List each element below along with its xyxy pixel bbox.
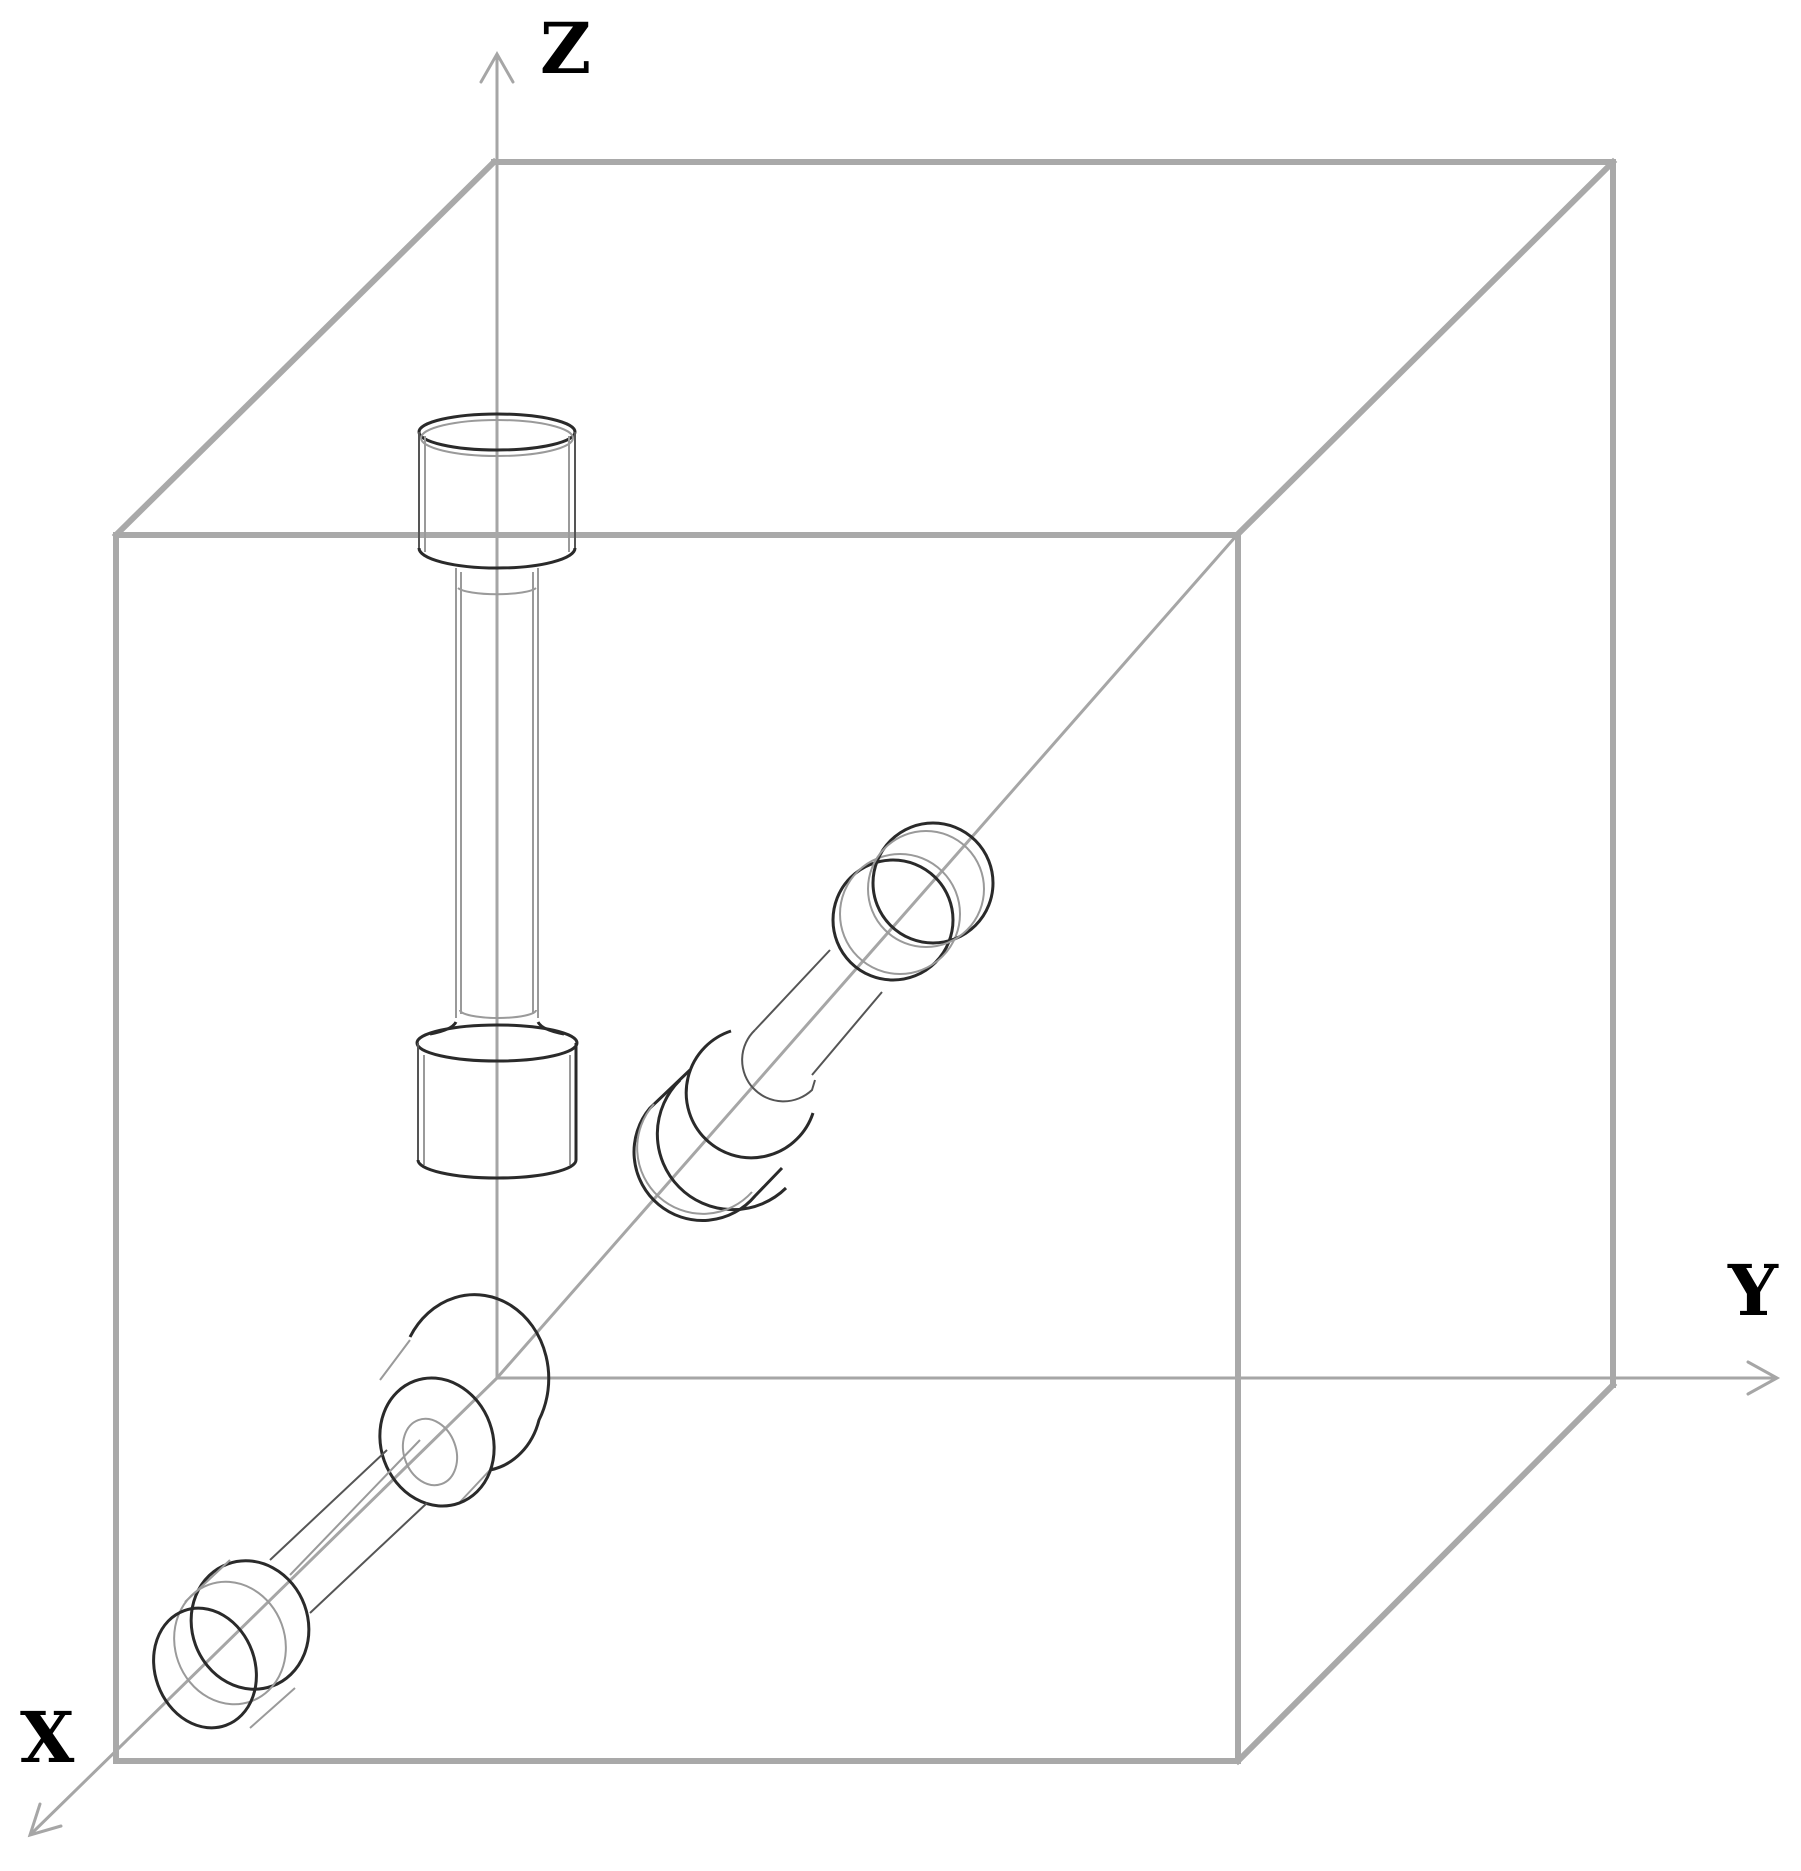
- diagonal-reference-line: [495, 534, 1239, 1379]
- z-axis-arrow-icon: [479, 50, 515, 84]
- z-axis: [479, 50, 515, 1378]
- x-axis-arrow-icon: [27, 1802, 63, 1838]
- z-specimen: [415, 412, 579, 1180]
- y-axis: [497, 1360, 1781, 1396]
- cube-front-face: [113, 532, 1241, 1764]
- cube-depth-edges: [111, 157, 1618, 1766]
- z-axis-label: Z: [540, 7, 592, 90]
- y-axis-label: Y: [1728, 1249, 1778, 1332]
- y-axis-arrow-icon: [1746, 1360, 1781, 1396]
- x-axis: [27, 1376, 499, 1838]
- x-specimen: [152, 1293, 551, 1730]
- cube-back-edges: [491, 159, 1616, 1388]
- x-axis-label: X: [20, 1696, 75, 1779]
- y-specimen: [632, 821, 995, 1222]
